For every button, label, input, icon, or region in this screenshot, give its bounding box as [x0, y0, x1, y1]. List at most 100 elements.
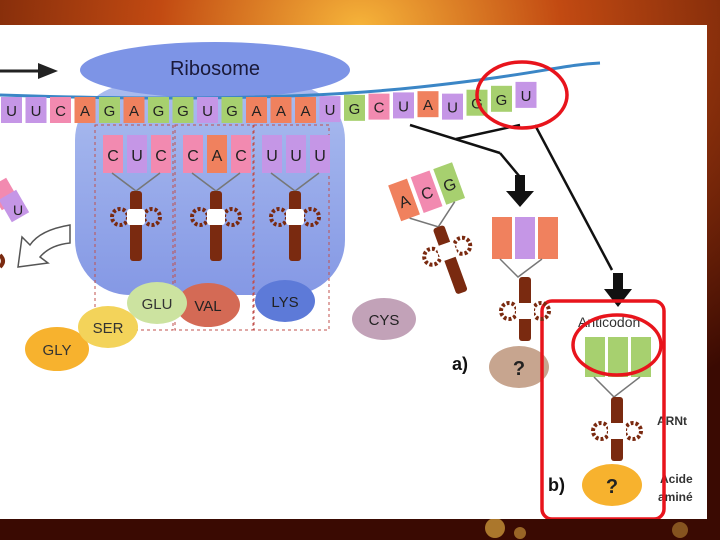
- mrna-base-letter: U: [447, 100, 458, 117]
- mrna-base: C: [50, 97, 71, 123]
- mrna-base-letter: C: [374, 100, 385, 117]
- leaving-trna-letter: U: [13, 202, 23, 218]
- mrna-base: A: [270, 97, 292, 123]
- amino-acid-val: [176, 283, 240, 327]
- direction-arrowhead: [38, 63, 58, 79]
- mrna-base-letter: G: [177, 103, 189, 120]
- peptide-gly-label: GLY: [43, 342, 72, 359]
- anticodon-letter: C: [419, 184, 436, 204]
- anticodon-letter: U: [314, 148, 326, 165]
- anticodon-letter: C: [235, 148, 247, 165]
- amino-acid-label-line2: aminé: [658, 490, 693, 504]
- pointer-line-a-1: [409, 123, 501, 155]
- mrna-base: U: [25, 97, 47, 123]
- mrna-base: A: [417, 91, 439, 118]
- mrna-base: A: [246, 97, 267, 123]
- highlight-codon-circle: [475, 60, 569, 130]
- mrna-base: U: [393, 92, 414, 119]
- mrna-base: U: [197, 97, 218, 123]
- anticodon-letter: U: [290, 148, 302, 165]
- highlight-answer-box: [540, 299, 666, 519]
- peptide-ser-label: SER: [93, 320, 124, 337]
- mrna-base: G: [148, 97, 169, 123]
- mrna-base-letter: A: [251, 103, 261, 120]
- mrna-base-letter: C: [55, 103, 66, 120]
- mrna-base-letter: U: [325, 102, 336, 119]
- mrna-base: U: [515, 81, 537, 108]
- anticodon-letter: C: [155, 148, 167, 165]
- trna-site-box-1: [94, 124, 174, 331]
- trna-site-box-2: [174, 124, 254, 331]
- anticodon-letter: G: [441, 176, 459, 196]
- amino-acid-label-val: VAL: [194, 298, 221, 315]
- question-a-trna: [492, 217, 558, 278]
- mrna-base-letter: U: [31, 103, 42, 120]
- peptide-gly: [25, 327, 89, 371]
- mrna-base-letter: G: [496, 92, 508, 109]
- question-b-anticodon: [585, 337, 651, 398]
- question-a-amino-acid: [489, 346, 549, 388]
- question-trna-body: [499, 277, 551, 341]
- amino-acid-label-cys: CYS: [369, 312, 400, 329]
- mrna-base: G: [491, 85, 512, 112]
- mrna-base-letter: A: [80, 103, 90, 120]
- question-b-mark: ?: [606, 476, 618, 498]
- mrna-base: G: [172, 97, 194, 123]
- mrna-base-letter: U: [6, 103, 17, 120]
- anticodon-letter: A: [212, 148, 223, 165]
- anticodon-letter: C: [107, 148, 119, 165]
- mrna-base-letter: G: [226, 103, 238, 120]
- trna-label: ARNt: [657, 414, 687, 428]
- anticodon-letter: U: [131, 148, 143, 165]
- mrna-base: A: [123, 97, 145, 123]
- mrna-base-letter: G: [153, 103, 165, 120]
- mrna-base-letter: A: [129, 103, 139, 120]
- mrna-base: U: [319, 96, 341, 123]
- mrna-base-letter: G: [104, 103, 116, 120]
- pointer-arrow-b-shaft: [613, 273, 623, 289]
- anticodon-letter: C: [187, 148, 199, 165]
- question-a-label: a): [452, 354, 468, 374]
- mrna-base-letter: U: [398, 98, 409, 115]
- peptide-glu: [127, 282, 187, 324]
- mrna-base: G: [221, 97, 243, 123]
- highlight-anticodon-circle: [571, 313, 663, 377]
- amino-acid-lys: [255, 280, 315, 322]
- peptide-ser: [78, 306, 138, 348]
- question-a-mark: ?: [513, 358, 525, 380]
- mrna-base: A: [74, 97, 96, 123]
- mrna-base: U: [1, 97, 22, 123]
- ribosome-label: Ribosome: [170, 58, 260, 80]
- mrna-base: A: [295, 97, 316, 123]
- mrna-base-letter: U: [521, 88, 532, 105]
- mrna-base-letter: U: [202, 103, 213, 120]
- mrna-base-letter: G: [349, 101, 361, 118]
- exit-arrow: [17, 224, 71, 268]
- mrna-base: G: [99, 97, 120, 123]
- amino-acid-label-lys: LYS: [271, 294, 298, 311]
- trna-site-box-3: [253, 124, 330, 331]
- mrna-base: G: [344, 94, 365, 121]
- mrna-base-letter: A: [276, 103, 286, 120]
- pointer-arrow-a-head: [506, 191, 534, 207]
- ribosome-small-subunit: [80, 42, 350, 98]
- pointer-line-b-1: [533, 124, 614, 271]
- peptide-glu-label: GLU: [142, 296, 173, 313]
- mrna-base-letter: A: [423, 97, 433, 114]
- leaving-trna: U: [0, 177, 30, 269]
- pointer-line-a-3: [499, 152, 521, 178]
- amino-acid-label-line1: Acide: [660, 472, 693, 486]
- question-b-label: b): [548, 475, 565, 495]
- pointer-arrow-a-shaft: [515, 175, 525, 191]
- mrna-base: U: [442, 93, 463, 120]
- question-b-amino-acid: [582, 464, 642, 506]
- amino-acid-cys: [352, 298, 416, 340]
- mrna-base-letter: A: [300, 103, 310, 120]
- pointer-arrow-b-head: [604, 289, 632, 307]
